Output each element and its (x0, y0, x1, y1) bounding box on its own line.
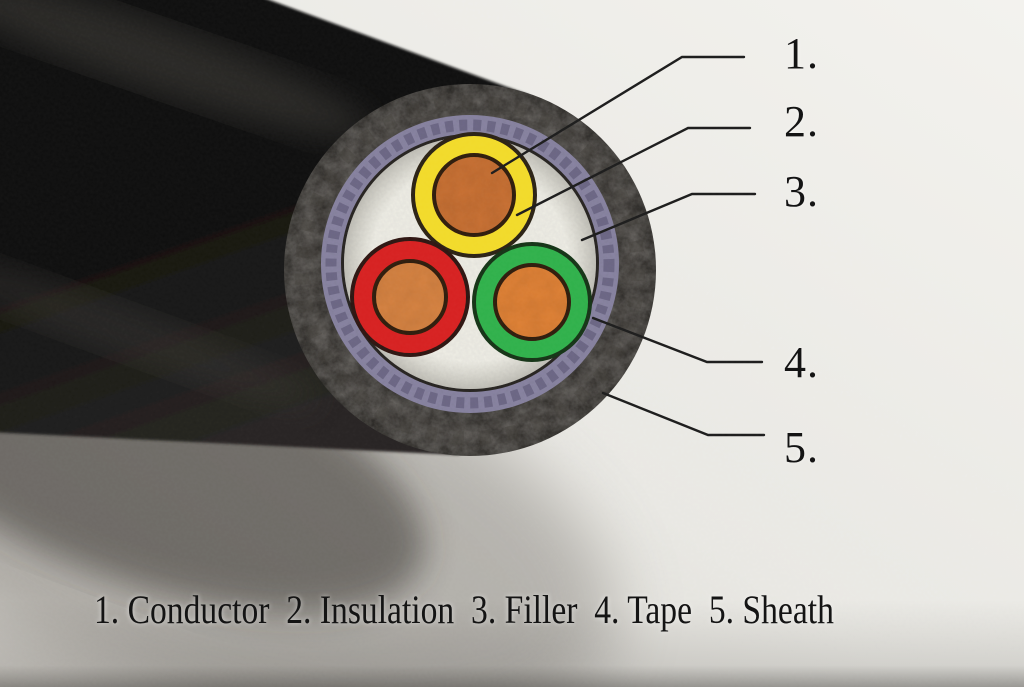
callout-label-3: 3. (784, 167, 819, 216)
callout-label-2: 2. (784, 97, 819, 146)
callout-label-4: 4. (784, 338, 819, 387)
caption: 1. Conductor 2. Insulation 3. Filler 4. … (94, 587, 834, 632)
callout-label-1: 1. (784, 29, 819, 78)
callout-label-5: 5. (784, 423, 819, 472)
